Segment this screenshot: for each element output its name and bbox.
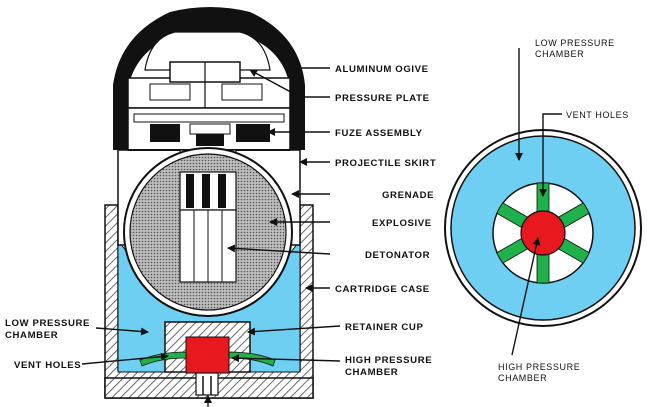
label-detonator: DETONATOR xyxy=(365,250,430,261)
leader-end-vent-holes xyxy=(539,113,562,197)
label-end-low-pressure-line2: CHAMBER xyxy=(535,49,584,59)
detonator xyxy=(179,171,237,283)
end-view: LOW PRESSURE CHAMBER VENT HOLES HIGH PRE… xyxy=(444,38,642,383)
leader-retainer-cup xyxy=(247,325,341,336)
label-low-pressure-left-line1: LOW PRESSURE xyxy=(5,318,90,329)
label-end-high-pressure-line1: HIGH PRESSURE xyxy=(498,362,580,372)
primer xyxy=(195,372,219,396)
label-grenade: GRENADE xyxy=(382,190,434,201)
label-end-high-pressure-line2: CHAMBER xyxy=(498,373,547,383)
end-view-vent-holes xyxy=(496,182,590,284)
leader-pressure-plate xyxy=(249,69,330,98)
leader-high-pressure xyxy=(231,354,341,363)
label-low-pressure-left-line2: CHAMBER xyxy=(5,330,58,341)
leader-detonator xyxy=(227,244,331,255)
label-high-pressure-line2: CHAMBER xyxy=(345,367,398,378)
leader-end-high-pressure xyxy=(511,237,541,356)
leader-low-pressure-left xyxy=(95,327,149,336)
label-projectile-skirt: PROJECTILE SKIRT xyxy=(335,158,436,169)
vent-spoke-bottom xyxy=(536,252,550,284)
cross-section: ALUMINUM OGIVE PRESSURE PLATE FUZE ASSEM… xyxy=(5,7,436,407)
label-vent-holes-left: VENT HOLES xyxy=(14,360,81,371)
high-pressure-chamber xyxy=(185,336,230,374)
label-pressure-plate: PRESSURE PLATE xyxy=(335,93,430,104)
label-explosive: EXPLOSIVE xyxy=(372,218,432,229)
label-cartridge-case: CARTRIDGE CASE xyxy=(335,284,430,295)
end-view-high-pressure-chamber xyxy=(520,210,566,256)
label-retainer-cup: RETAINER CUP xyxy=(345,322,423,333)
fuze-assembly xyxy=(127,107,291,151)
leader-vent-holes-left xyxy=(81,352,169,365)
label-aluminum-ogive: ALUMINUM OGIVE xyxy=(335,64,429,75)
label-end-low-pressure-line1: LOW PRESSURE xyxy=(535,38,615,48)
label-fuze-assembly: FUZE ASSEMBLY xyxy=(335,128,423,139)
label-high-pressure-line1: HIGH PRESSURE xyxy=(345,355,432,366)
label-end-vent-holes: VENT HOLES xyxy=(566,110,629,120)
